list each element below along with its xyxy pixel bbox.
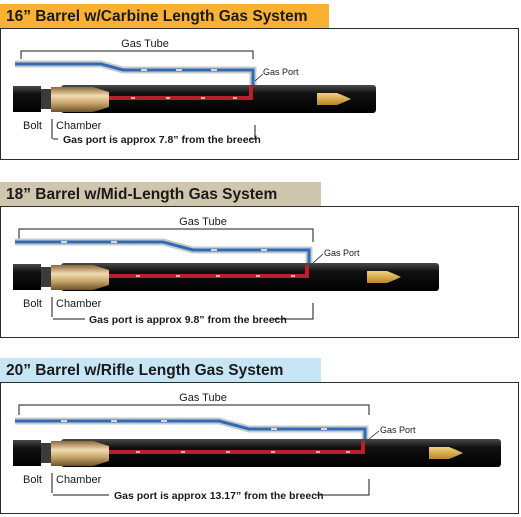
distance-line [53,125,256,140]
gas-tube-bracket [18,404,370,415]
midlength-diagram: Gas Tube Gas Port Bolt Chamber Gas port … [13,216,439,326]
gas-tube-label: Gas Tube [179,216,227,228]
gas-tube-flow [15,62,255,87]
gas-tube [15,60,257,87]
rifle-diagram: Gas Tube Gas Port Bolt Chamber Gas port … [13,392,501,502]
midlength-diagram-box: Gas Tube Gas Port Bolt Chamber Gas port … [0,206,519,338]
distance-note: Gas port is approx 13.17” from the breec… [114,490,323,502]
gas-flow-red [109,265,309,278]
midlength-header: 18” Barrel w/Mid-Length Gas System [0,182,321,206]
gas-tube-flow-arrows [61,241,267,251]
bolt-label: Bolt [23,474,42,486]
rifle-diagram-box: Gas Tube Gas Port Bolt Chamber Gas port … [0,382,519,514]
chamber-label: Chamber [56,298,102,310]
gas-flow-red [109,441,365,454]
bolt-lug [41,89,51,109]
gas-port-label: Gas Port [324,248,360,258]
gas-tube-label: Gas Tube [121,38,169,50]
gas-tube-bracket [20,50,254,59]
bolt [13,264,41,290]
distance-line [53,303,314,320]
bolt [13,440,41,466]
bolt-label: Bolt [23,298,42,310]
bullet [429,447,463,459]
gas-tube-flow-arrows [61,420,327,430]
distance-line [53,479,370,496]
chamber [51,265,109,290]
carbine-header: 16” Barrel w/Carbine Length Gas System [0,4,329,28]
bolt-lug [41,443,51,463]
chamber [51,87,109,112]
distance-note: Gas port is approx 9.8” from the breech [89,314,287,326]
bolt-label: Bolt [23,120,42,132]
gas-port-leader [368,430,380,440]
carbine-diagram: Gas Tube Gas Port Bolt Chamber [13,38,376,146]
gas-port-label: Gas Port [263,67,299,77]
bullet [367,271,401,283]
gas-port-label: Gas Port [380,425,416,435]
bolt-lug [41,267,51,287]
distance-note: Gas port is approx 7.8” from the breech [63,134,261,146]
gas-tube-label: Gas Tube [179,392,227,404]
gas-port-leader [254,73,264,82]
gas-flow-red [109,85,253,100]
gas-port-leader [312,253,324,264]
gas-tube-bracket [18,228,314,242]
bolt [13,86,41,112]
chamber [51,441,109,466]
gas-tube-flow [15,419,367,443]
chamber-label: Chamber [56,474,102,486]
chamber-label: Chamber [56,120,102,132]
rifle-header: 20” Barrel w/Rifle Length Gas System [0,358,321,382]
carbine-diagram-box: Gas Tube Gas Port Bolt Chamber [0,28,519,160]
bullet [317,93,351,105]
